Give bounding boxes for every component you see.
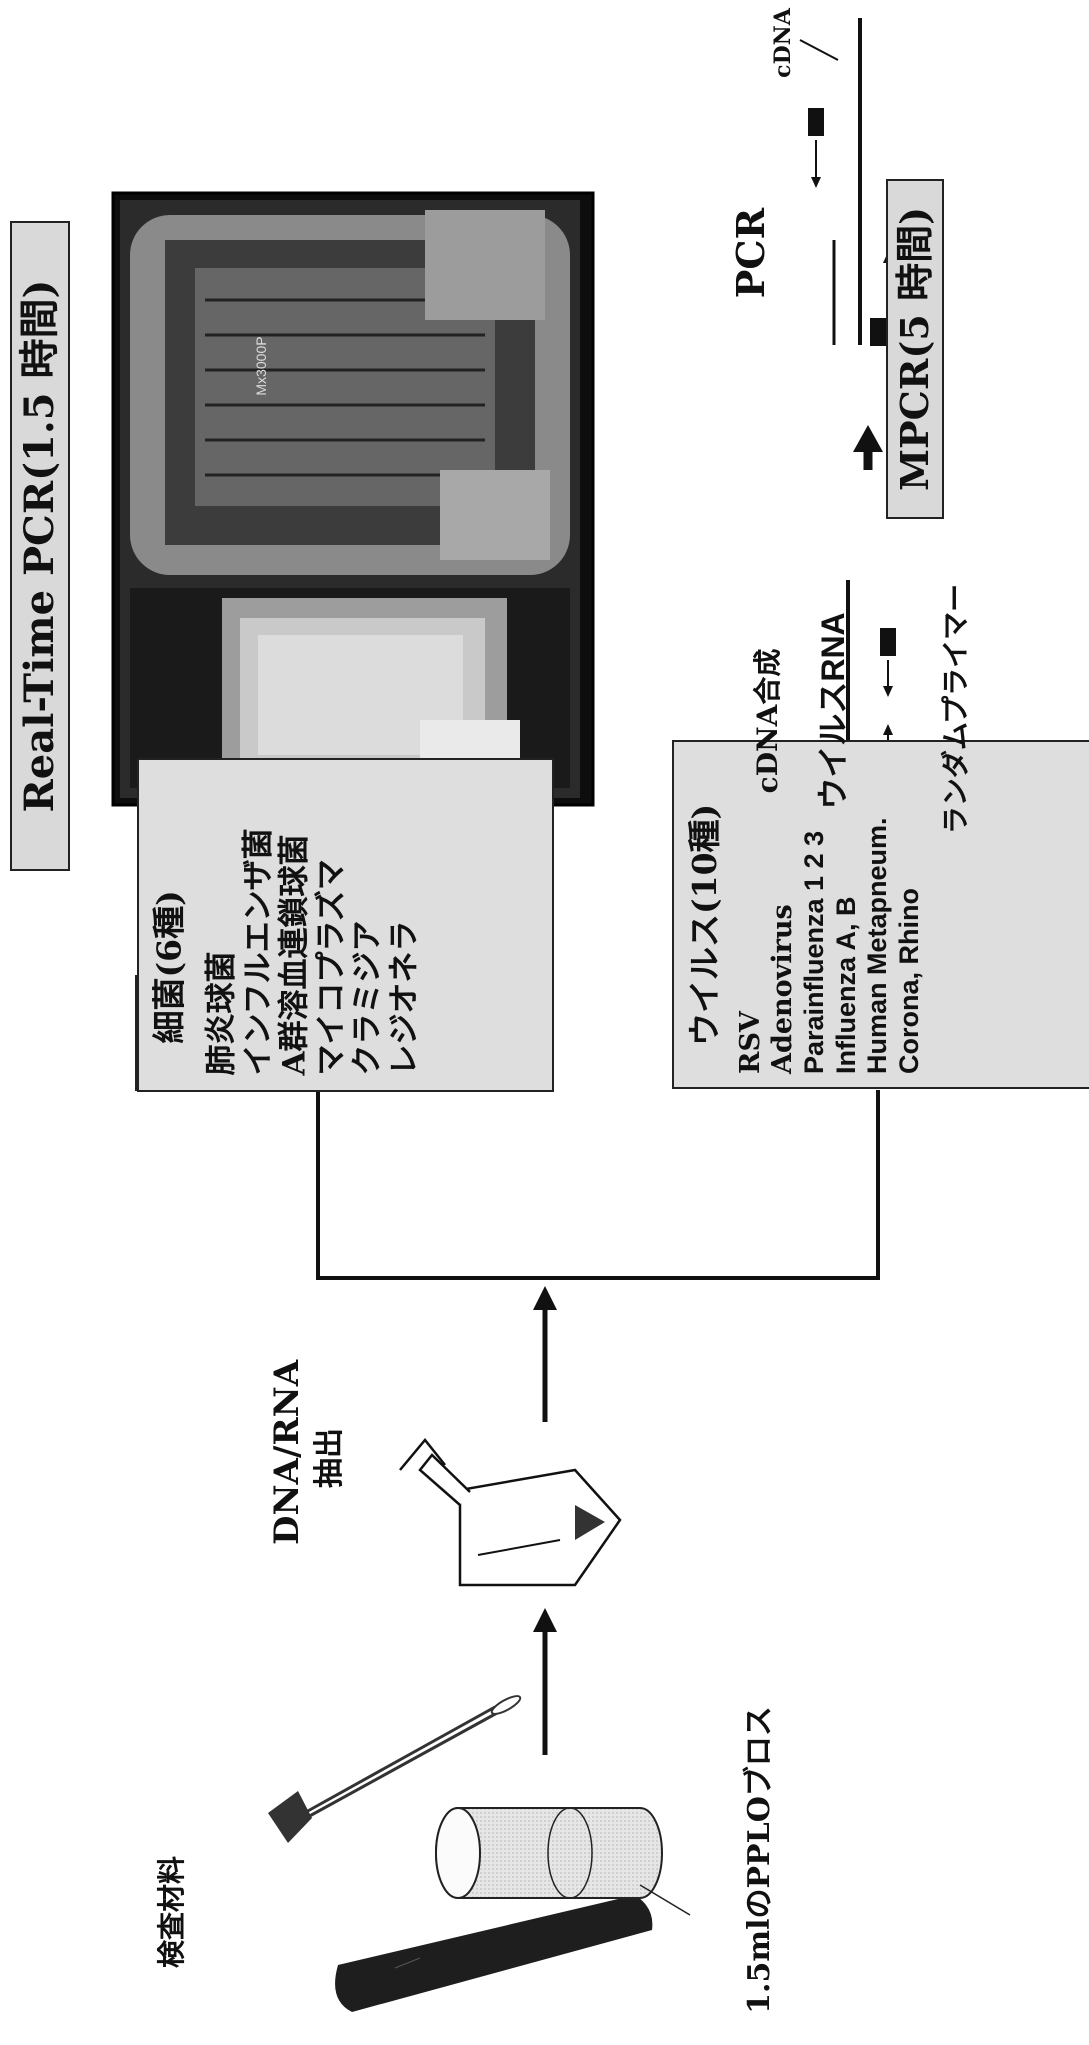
viral-rna-label: ウイルスRNA [817,586,853,836]
cdna-synthesis-title: cDNA合成 [754,646,786,796]
extraction-title: DNA/RNA [270,1375,310,1545]
sample-label: 検査材料 [158,1842,192,1982]
bacteria-item: クラミジア [350,921,387,1088]
sample-cylinder-icon [436,1808,690,1915]
arrow-extraction-to-targets [533,1286,557,1422]
bacteria-item: 肺炎球菌 [203,952,240,1088]
instrument-brand-label: Mx3000P [254,306,276,426]
random-primer-label: ランダムプライマー [942,574,974,844]
branch-connector [318,1090,878,1280]
extraction-subtitle: 抽出 [315,1413,351,1503]
bacteria-item: インフルエンザ菌 [240,828,277,1087]
mpcr-title: MPCR(5 時間) [886,179,944,519]
arrow-sample-to-extraction [533,1608,557,1755]
pcr-strand-diagram [800,18,893,346]
arrow-cdna-to-pcr [853,425,883,470]
bacteria-item: A群溶血連鎖球菌 [277,834,314,1087]
bacteria-item: マイコプラズマ [313,859,350,1087]
virus-text: ウイルス(10種) RSV Adenovirus Parainfluenza 1… [672,741,1087,1086]
virus-heading: ウイルス(10種) [686,741,725,1086]
broth-tube-icon [335,1895,652,2012]
bacteria-text: 細菌(6種) 肺炎球菌 インフルエンザ菌 A群溶血連鎖球菌 マイコプラズマ クラ… [137,758,550,1088]
virus-item: Corona, Rhino [894,741,926,1086]
tube-label: 1.5mlのPPLOブロス [745,1675,785,2045]
instrument-photo [113,193,593,805]
cdna-label: cDNA [772,3,798,83]
bacteria-item: レジオネラ [386,921,423,1088]
virus-item: Human Metapneum. [862,741,894,1086]
realtime-pcr-title: Real-Time PCR(1.5 時間) [10,221,70,871]
microtube-icon [400,1440,620,1585]
pcr-title: PCR [732,198,772,308]
bacteria-heading: 細菌(6種) [151,890,190,1087]
